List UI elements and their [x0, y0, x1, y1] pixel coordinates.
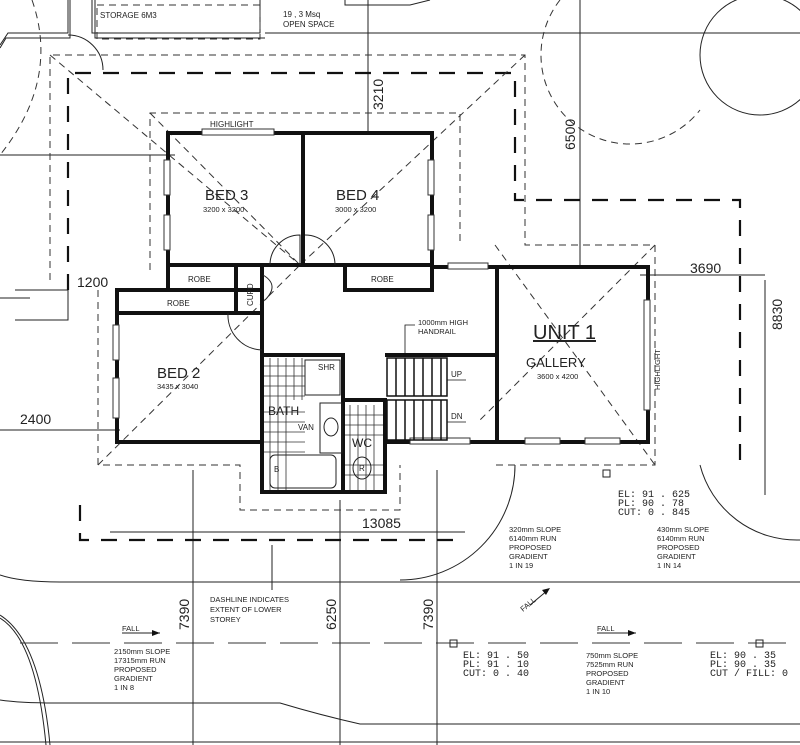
dimension-8830: 8830: [769, 299, 785, 330]
svg-text:GRADIENT: GRADIENT: [657, 552, 696, 561]
slope-note-2: 430mm SLOPE 6140mm RUN PROPOSED GRADIENT…: [657, 525, 709, 570]
dimension-7390-right: 7390: [420, 599, 436, 630]
storage-label: STORAGE 6M3: [100, 11, 157, 20]
dimension-6250: 6250: [323, 599, 339, 630]
svg-text:PROPOSED: PROPOSED: [509, 543, 552, 552]
svg-text:750mm SLOPE: 750mm SLOPE: [586, 651, 638, 660]
robe-bed3-label: ROBE: [188, 275, 211, 284]
slope-note-4: 2150mm SLOPE 17315mm RUN PROPOSED GRADIE…: [114, 647, 170, 692]
fall-label-diagonal: FALL: [519, 595, 538, 613]
svg-text:GRADIENT: GRADIENT: [114, 674, 153, 683]
gallery-size: 3600 x 4200: [537, 372, 578, 381]
dimension-3210: 3210: [370, 79, 386, 110]
svg-text:GRADIENT: GRADIENT: [586, 678, 625, 687]
vanity-label: VAN: [298, 423, 314, 432]
wc-label: WC: [352, 436, 372, 450]
windows: [112, 128, 651, 445]
svg-text:7525mm RUN: 7525mm RUN: [586, 660, 634, 669]
fall-arrow-right-icon: [597, 630, 636, 636]
stair-down-label: DN: [451, 412, 463, 421]
fall-arrow-left-icon: [122, 630, 160, 636]
toilet-label: R: [359, 464, 365, 473]
shower: [304, 359, 341, 396]
dimension-13085: 13085: [362, 515, 401, 531]
bathtub: [269, 454, 337, 489]
slope-note-1: 320mm SLOPE 6140mm RUN PROPOSED GRADIENT…: [509, 525, 561, 570]
bathtub-label: B: [274, 465, 279, 474]
roof-outline: [49, 54, 656, 511]
level-top-el: EL: 91 . 625: [618, 490, 690, 501]
svg-text:1 IN 8: 1 IN 8: [114, 683, 134, 692]
staircase: [386, 324, 466, 441]
bed2-label: BED 2: [157, 365, 200, 382]
highlight-label: HIGHLIGHT: [210, 120, 254, 129]
stair-up-label: UP: [451, 370, 462, 379]
bed2-size: 3435 x 3040: [157, 382, 198, 391]
bed3-label: BED 3: [205, 187, 248, 204]
basin-icon: [323, 417, 339, 437]
svg-text:PROPOSED: PROPOSED: [586, 669, 629, 678]
svg-text:320mm SLOPE: 320mm SLOPE: [509, 525, 561, 534]
level-top-pl: PL: 90 . 78: [618, 499, 684, 510]
svg-text:430mm SLOPE: 430mm SLOPE: [657, 525, 709, 534]
level-right-cut: CUT / FILL: 0: [710, 668, 788, 680]
level-left-el: EL: 91 . 50: [463, 651, 529, 662]
dimension-7390-left: 7390: [176, 599, 192, 630]
level-right-el: EL: 90 . 35: [710, 651, 776, 662]
slope-note-3: 750mm SLOPE 7525mm RUN PROPOSED GRADIENT…: [586, 651, 638, 696]
open-space-label: OPEN SPACE: [283, 20, 334, 29]
bed4-size: 3000 x 3200: [335, 205, 376, 214]
bathroom-tiles: [264, 358, 383, 490]
svg-text:6140mm RUN: 6140mm RUN: [509, 534, 557, 543]
open-space-area: 19 , 3 Msq: [283, 10, 320, 19]
fall-label-right: FALL: [597, 624, 615, 633]
vanity: [319, 402, 343, 454]
level-right-pl: PL: 90 . 35: [710, 660, 776, 671]
svg-text:2150mm SLOPE: 2150mm SLOPE: [114, 647, 170, 656]
level-markers: [449, 469, 764, 648]
dashline-note-2: EXTENT OF LOWER: [210, 605, 282, 614]
dimension-6500: 6500: [562, 119, 578, 150]
dashline-note-1: DASHLINE INDICATES: [210, 595, 289, 604]
cupd-label: CUPD: [246, 283, 255, 306]
svg-text:GRADIENT: GRADIENT: [509, 552, 548, 561]
svg-text:1 IN 19: 1 IN 19: [509, 561, 533, 570]
svg-text:PROPOSED: PROPOSED: [114, 665, 157, 674]
level-left-cut: CUT: 0 . 40: [463, 669, 529, 680]
dimension-2400: 2400: [20, 411, 51, 427]
unit-label: UNIT 1: [533, 322, 596, 344]
doors: [227, 234, 336, 351]
dimension-1200: 1200: [77, 274, 108, 290]
level-top-cut: CUT: 0 . 845: [618, 508, 690, 519]
fall-label-left: FALL: [122, 624, 140, 633]
highlight-side-label: HIGHLIGHT: [653, 349, 662, 390]
handrail-note-1: 1000mm HIGH: [418, 318, 468, 327]
site-boundary: [0, 0, 800, 49]
svg-text:1 IN 10: 1 IN 10: [586, 687, 610, 696]
fall-arrow-diagonal-icon: [529, 588, 550, 606]
toilet-icon: [352, 456, 372, 480]
bed4-label: BED 4: [336, 187, 379, 204]
robe-bed4-label: ROBE: [371, 275, 394, 284]
handrail-note-2: HANDRAIL: [418, 327, 456, 336]
shower-label: SHR: [318, 363, 335, 372]
svg-text:6140mm RUN: 6140mm RUN: [657, 534, 705, 543]
dimension-3690: 3690: [690, 260, 721, 276]
robe-bed2-label: ROBE: [167, 299, 190, 308]
level-left-pl: PL: 91 . 10: [463, 660, 529, 671]
bed3-size: 3200 x 3200: [203, 205, 244, 214]
svg-text:17315mm RUN: 17315mm RUN: [114, 656, 166, 665]
walls: [115, 131, 650, 494]
bath-label: BATH: [268, 404, 299, 418]
svg-text:PROPOSED: PROPOSED: [657, 543, 700, 552]
storage-area: [96, 4, 261, 40]
dashline-note-3: STOREY: [210, 615, 241, 624]
svg-text:1 IN 14: 1 IN 14: [657, 561, 681, 570]
lower-storey-extent: [66, 71, 742, 542]
gallery-label: GALLERY: [526, 355, 586, 370]
